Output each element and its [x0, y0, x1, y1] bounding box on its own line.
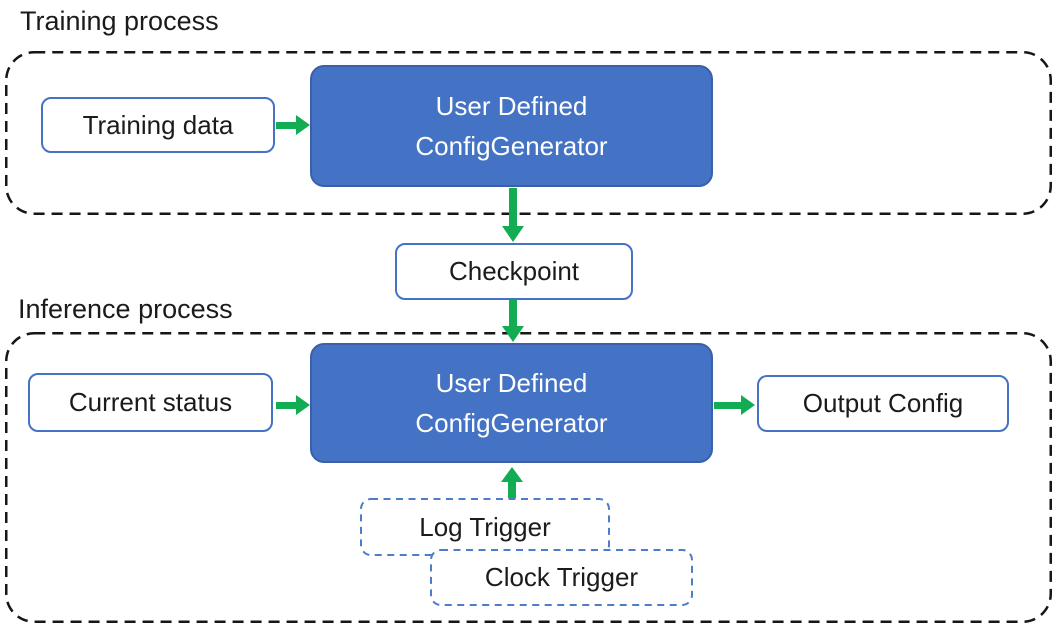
arrow-stem — [509, 300, 517, 326]
node-checkpoint: Checkpoint — [395, 243, 633, 300]
arrow-stem — [509, 188, 517, 226]
node-log-trigger: Log Trigger — [360, 498, 610, 556]
node-clock-trigger-label: Clock Trigger — [484, 562, 639, 592]
arrow-stem — [508, 479, 516, 498]
section-label-training: Training process — [20, 6, 219, 36]
node-config-generator-inference-label: User Defined ConfigGenerator — [415, 368, 608, 438]
arrow-stem — [276, 121, 296, 129]
node-training-data-label: Training data — [82, 109, 234, 140]
clock-trigger-border — [430, 549, 693, 606]
node-checkpoint-label: Checkpoint — [448, 256, 580, 286]
arrow-current-status-to-generator — [276, 395, 310, 415]
node-output-config-label: Output Config — [802, 388, 964, 418]
arrow-head — [501, 464, 523, 482]
inference-process-container — [5, 332, 1052, 623]
arrow-checkpoint-to-generator — [502, 300, 524, 342]
arrow-head — [296, 115, 313, 135]
log-trigger-border — [360, 498, 610, 556]
arrow-triggers-to-generator — [501, 464, 523, 498]
node-config-generator-training-label: User Defined ConfigGenerator — [415, 91, 608, 161]
arrow-stem — [714, 401, 741, 409]
arrow-generator-to-output-config — [714, 395, 755, 415]
node-config-generator-training: User Defined ConfigGenerator — [310, 65, 713, 187]
node-config-generator-inference: User Defined ConfigGenerator — [310, 343, 713, 463]
arrow-stem — [276, 401, 296, 409]
section-label-inference: Inference process — [18, 294, 233, 324]
node-output-config: Output Config — [757, 375, 1009, 432]
node-log-trigger-label: Log Trigger — [419, 511, 551, 542]
arrow-head — [741, 395, 758, 415]
arrow-generator-to-checkpoint — [502, 188, 524, 242]
arrow-head — [502, 226, 524, 245]
node-clock-trigger: Clock Trigger — [430, 549, 693, 606]
node-training-data: Training data — [41, 97, 275, 153]
node-current-status-label: Current status — [68, 387, 233, 417]
training-process-container — [5, 51, 1052, 215]
arrow-head — [296, 395, 313, 415]
arrow-head — [502, 326, 524, 345]
node-current-status: Current status — [28, 373, 273, 432]
arrow-training-data-to-generator — [276, 115, 310, 135]
